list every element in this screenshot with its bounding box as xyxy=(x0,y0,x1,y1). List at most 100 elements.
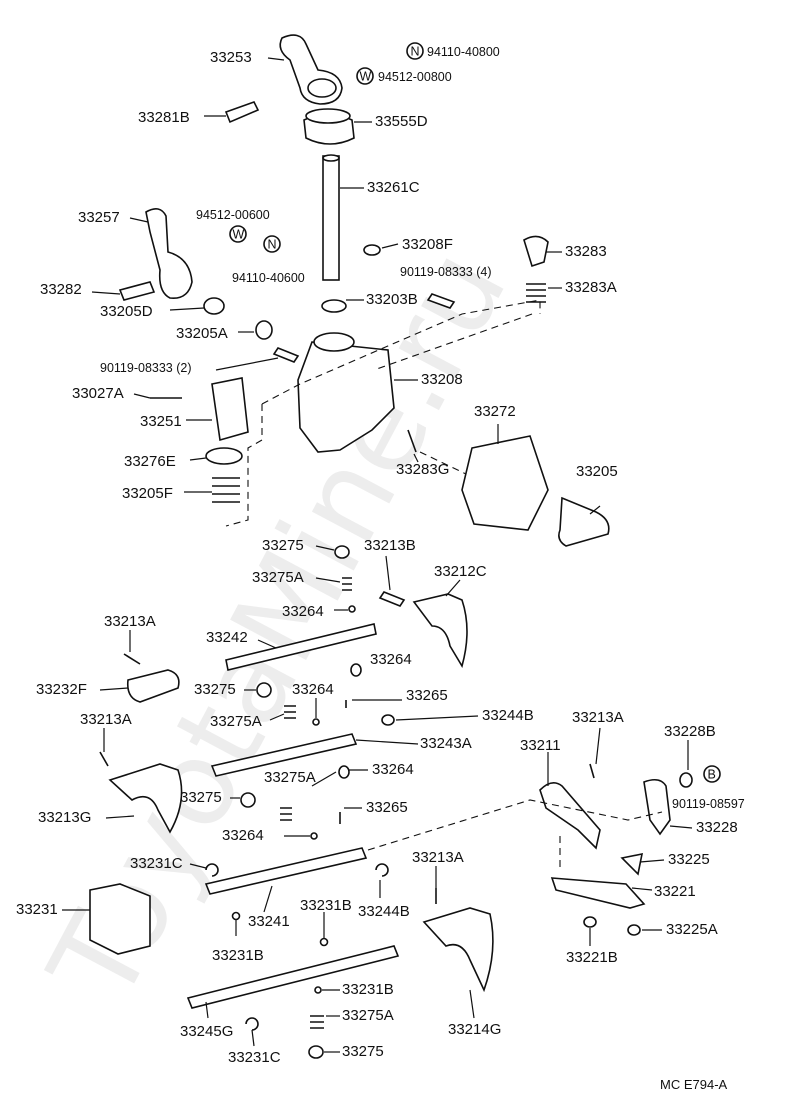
n-mark-circle-2 xyxy=(263,235,281,253)
seat-33276E-shape xyxy=(205,447,243,465)
pin-33225-shape xyxy=(620,852,644,876)
bolt-90119-08333-right xyxy=(426,293,456,309)
dash-housing-left xyxy=(225,404,263,527)
b-mark-circle xyxy=(703,765,721,783)
pin-33213A-a xyxy=(123,653,141,665)
leader-33208F xyxy=(381,243,399,249)
leader-33243A xyxy=(355,739,419,745)
label-33231B-c: 33231B xyxy=(342,981,394,998)
b-mark: B xyxy=(708,768,716,782)
leader-90119-08333-2 xyxy=(215,357,279,371)
label-33253: 33253 xyxy=(210,49,252,66)
label-33244B-a: 33244B xyxy=(482,707,534,724)
shaft-33261C-shape xyxy=(322,155,340,281)
label-33275-d: 33275 xyxy=(342,1043,384,1060)
label-33213G: 33213G xyxy=(38,809,91,826)
pin-33213A-c xyxy=(589,763,595,779)
clip-33225A-shape xyxy=(627,924,641,936)
label-33214G: 33214G xyxy=(448,1021,501,1038)
label-33205F: 33205F xyxy=(122,485,173,502)
label-33203B: 33203B xyxy=(366,291,418,308)
plate-33221-shape xyxy=(550,877,646,909)
label-33231B-b: 33231B xyxy=(212,947,264,964)
ball-33264-e xyxy=(310,832,318,840)
label-33211: 33211 xyxy=(520,737,561,754)
label-33264-e: 33264 xyxy=(222,827,264,844)
pin-33282-shape xyxy=(118,281,156,301)
block-33251-shape xyxy=(211,377,249,442)
ball-33264-a xyxy=(348,605,356,613)
label-33275A-b: 33275A xyxy=(210,713,262,730)
fork-33213G-shape xyxy=(108,763,183,834)
label-33281B: 33281B xyxy=(138,109,190,126)
label-33228B: 33228B xyxy=(664,723,716,740)
leader-33244B-a xyxy=(395,715,479,721)
w-mark-circle-2 xyxy=(229,225,247,243)
label-33232F: 33232F xyxy=(36,681,87,698)
label-33208F: 33208F xyxy=(402,236,453,253)
seal-33203B-shape xyxy=(321,299,347,313)
label-33241: 33241 xyxy=(248,913,290,930)
diagram-code: MC E794-A xyxy=(660,1077,728,1092)
leader-33231C-a xyxy=(189,863,207,869)
label-33225A: 33225A xyxy=(666,921,718,938)
ball-33264-c xyxy=(312,718,320,726)
label-94110-40800: 94110-40800 xyxy=(427,45,500,59)
label-33283: 33283 xyxy=(565,243,607,260)
clip-33244B-b xyxy=(375,863,389,877)
n-mark-1: N xyxy=(411,45,420,59)
leader-33275A-c xyxy=(311,771,337,787)
label-33275A-d: 33275A xyxy=(342,1007,394,1024)
ring-33208F-shape xyxy=(363,244,381,256)
bush-33228B-shape xyxy=(679,772,693,788)
plug-33275-d xyxy=(308,1045,324,1059)
dash-right-low xyxy=(419,451,467,475)
lever-33205-shape xyxy=(558,496,610,547)
rod-33243A-shape xyxy=(210,733,358,777)
label-33251: 33251 xyxy=(140,413,182,430)
label-33205: 33205 xyxy=(576,463,618,480)
head-33232F-shape xyxy=(126,669,180,703)
lever-33211-shape xyxy=(539,782,601,850)
label-33213B: 33213B xyxy=(364,537,416,554)
ring-33264-b xyxy=(350,663,362,677)
label-33265-b: 33265 xyxy=(366,799,408,816)
rod-33245G-shape xyxy=(186,945,400,1009)
symbols: N W W N B xyxy=(229,42,721,783)
dash-lower-rods xyxy=(367,799,663,851)
n-mark-2: N xyxy=(268,238,277,252)
label-33272: 33272 xyxy=(474,403,516,420)
label-33275A-a: 33275A xyxy=(252,569,304,586)
part-labels: 33253 94110-40800 94512-00800 33281B 335… xyxy=(16,45,745,1092)
leader-33257 xyxy=(129,217,149,223)
leader-33027A xyxy=(133,393,151,399)
label-33245G: 33245G xyxy=(180,1023,233,1040)
seal-33205A-shape xyxy=(255,320,273,340)
fork-33212C-shape xyxy=(412,593,468,669)
block-33231-shape xyxy=(89,883,151,955)
label-33231C-b: 33231C xyxy=(228,1049,281,1066)
plug-33275-c xyxy=(240,792,256,808)
leader-33283G xyxy=(413,453,419,463)
leader-lines xyxy=(62,57,693,1053)
label-33231: 33231 xyxy=(16,901,58,918)
housing-33208-boss xyxy=(313,332,355,352)
boot-33555D-top xyxy=(305,108,351,124)
w-mark-circle-1 xyxy=(356,67,374,85)
label-33264-d: 33264 xyxy=(372,761,414,778)
label-33212C: 33212C xyxy=(434,563,487,580)
label-33213A-c: 33213A xyxy=(572,709,624,726)
pin-33281B-shape xyxy=(224,101,260,124)
label-33275-c: 33275 xyxy=(180,789,222,806)
label-33276E: 33276E xyxy=(124,453,176,470)
spring-33275A-b xyxy=(284,705,296,719)
leader-33214G xyxy=(469,989,475,1019)
label-33264-a: 33264 xyxy=(282,603,324,620)
label-33275A-c: 33275A xyxy=(264,769,316,786)
bolt-33283-shape xyxy=(523,235,549,268)
label-33221: 33221 xyxy=(654,883,696,900)
leader-33213G xyxy=(105,815,135,819)
label-94512-00600: 94512-00600 xyxy=(196,208,270,222)
label-33264-c: 33264 xyxy=(292,681,334,698)
